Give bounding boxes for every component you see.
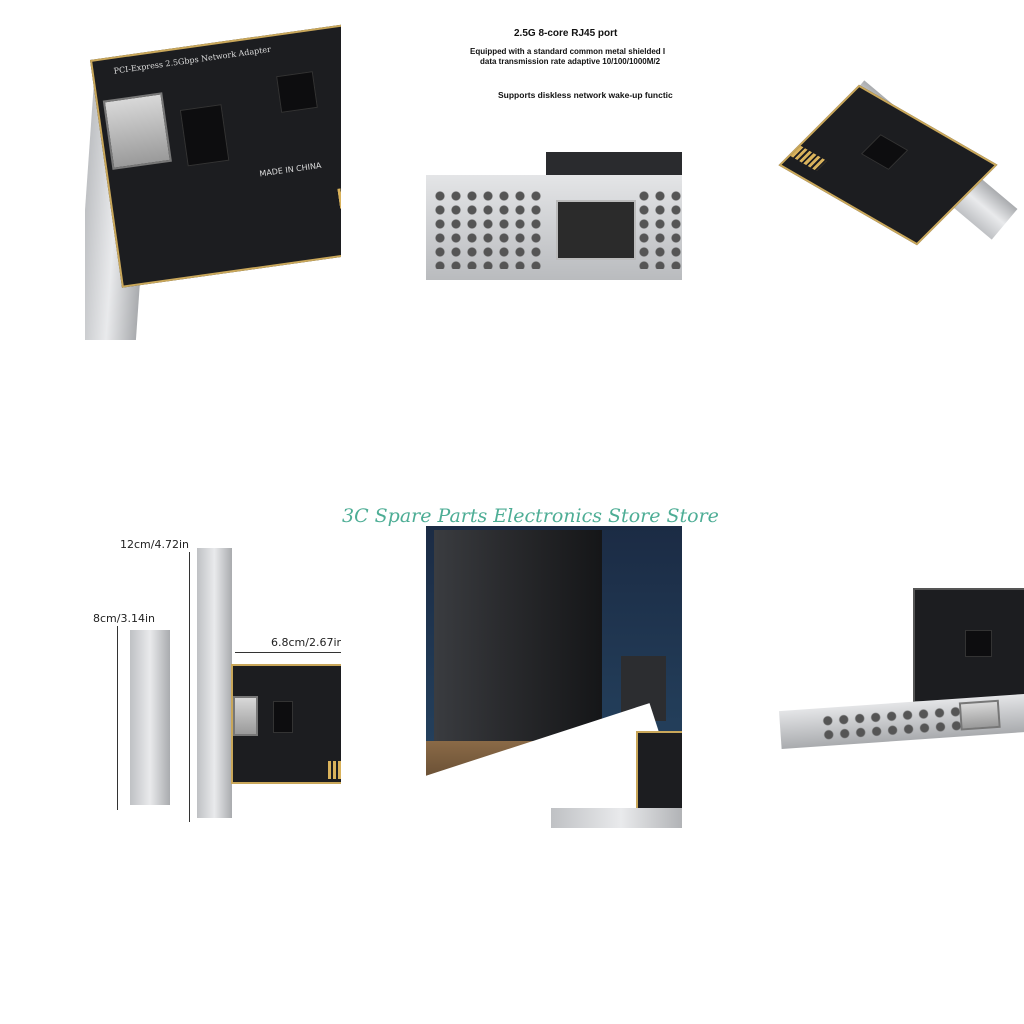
low-profile-bracket: [130, 630, 170, 805]
feature-line-3: Supports diskless network wake-up functi…: [498, 90, 673, 100]
feature-title: 2.5G 8-core RJ45 port: [514, 28, 618, 39]
pcb-board: [231, 664, 341, 784]
product-image-angled-card: [768, 20, 1024, 340]
full-height-line: [189, 552, 190, 822]
pcie-connector: [337, 184, 341, 209]
made-in-label: MADE IN CHINA: [258, 160, 322, 179]
full-height-dimension: 12cm/4.72in: [120, 538, 189, 551]
card-length-line: [235, 652, 341, 653]
rj45-port: [958, 699, 1001, 731]
chip: [179, 104, 230, 167]
rj45-port: [556, 200, 636, 260]
product-image-dimensions: 12cm/4.72in 8cm/3.14in 6.8cm/2.67in: [85, 530, 341, 850]
product-image-card-bracket: [768, 530, 1024, 850]
metal-bracket: [426, 175, 682, 280]
pcb-label: PCI-Express 2.5Gbps Network Adapter: [113, 44, 272, 76]
feature-line-1: Equipped with a standard common metal sh…: [470, 47, 666, 56]
card-length-dimension: 6.8cm/2.67in: [271, 636, 341, 649]
product-image-pc-scene: [426, 526, 682, 850]
pc-case: [434, 530, 602, 745]
feature-line-2: data transmission rate adaptive 10/100/1…: [480, 57, 661, 66]
pcb-board: [913, 588, 1024, 703]
store-watermark: 3C Spare Parts Electronics Store Store: [342, 505, 719, 527]
pcie-connector: [790, 145, 827, 172]
low-profile-line: [117, 626, 118, 810]
metal-bracket: [551, 808, 682, 828]
product-image-card-closeup: PCI-Express 2.5Gbps Network Adapter MADE…: [85, 20, 341, 340]
rj45-port: [102, 92, 172, 170]
pcb-board: [778, 84, 998, 246]
low-profile-dimension: 8cm/3.14in: [93, 612, 155, 625]
product-image-rj45-port: 2.5G 8-core RJ45 port Equipped with a st…: [426, 20, 682, 340]
pcb-board: PCI-Express 2.5Gbps Network Adapter MADE…: [90, 23, 341, 288]
controller-chip: [276, 71, 318, 113]
full-height-bracket: [197, 548, 232, 818]
metal-bracket: [778, 692, 1024, 750]
